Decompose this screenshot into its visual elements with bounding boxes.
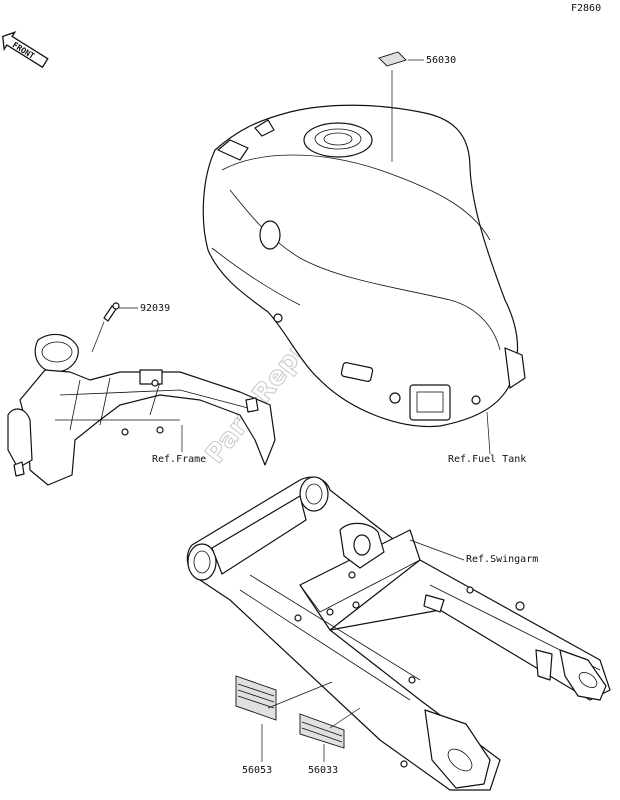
leader-56033-a xyxy=(329,707,361,729)
callout-56053: 56053 xyxy=(242,765,272,776)
ref-frame: Ref.Frame xyxy=(152,454,206,465)
figure-code: F2860 xyxy=(571,3,601,14)
callout-56030: 56030 xyxy=(426,55,456,66)
ref-fuel-tank: Ref.Fuel Tank xyxy=(448,454,526,465)
ref-swingarm: Ref.Swingarm xyxy=(466,554,538,565)
swingarm-drawing xyxy=(186,476,611,791)
decal-56030-icon xyxy=(378,51,407,67)
frame-drawing xyxy=(7,333,276,486)
decal-56053-icon xyxy=(235,675,277,721)
leader-56053-a xyxy=(267,681,333,709)
leader-92039-b xyxy=(91,321,105,353)
fuel-tank-drawing xyxy=(202,104,526,428)
leader-swingarm xyxy=(409,539,465,561)
callout-92039: 92039 xyxy=(140,303,170,314)
callout-56033: 56033 xyxy=(308,765,338,776)
decal-56033-icon xyxy=(299,713,345,749)
rivet-92039-icon xyxy=(103,302,120,322)
front-arrow-icon: FRONT xyxy=(1,31,49,69)
leader-fuel-tank xyxy=(486,411,491,455)
